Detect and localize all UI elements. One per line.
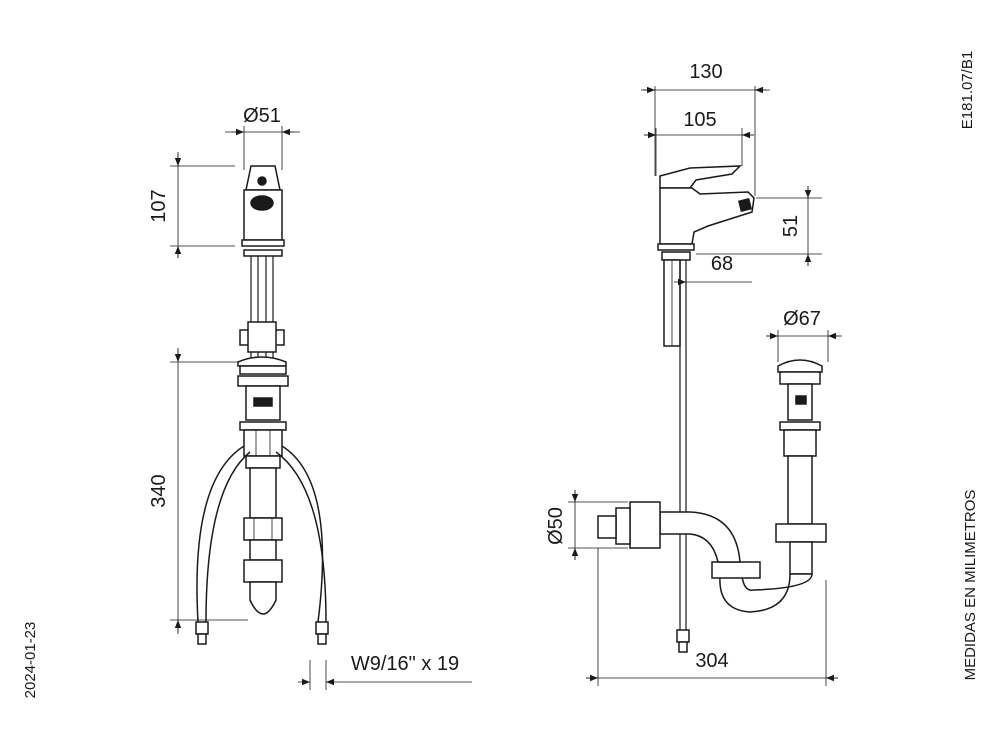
dimension-trap-diameter: Ø50	[545, 490, 628, 560]
dimension-spout-height: 51	[696, 186, 822, 266]
dimension-spout-reach: 105	[644, 109, 754, 176]
front-faucet-body	[241, 165, 285, 257]
drain-diameter-label: Ø67	[783, 308, 821, 330]
spout-height-label: 51	[780, 215, 802, 237]
front-supply-tubes	[237, 256, 287, 367]
front-height-label: 107	[148, 189, 170, 222]
base-offset-label: 68	[711, 253, 733, 275]
dimension-base-offset: 68	[674, 253, 752, 294]
spout-reach-label: 105	[683, 109, 716, 131]
dimension-drain-diameter: Ø67	[766, 308, 842, 362]
total-depth-label: 130	[689, 61, 722, 83]
front-view: Ø51 107 340 W9/16" x 19	[148, 105, 472, 690]
dimension-drain-height: 340	[148, 348, 248, 634]
front-flex-hoses	[195, 445, 329, 645]
trap-diameter-label: Ø50	[545, 507, 567, 545]
dimension-total-depth: 130	[641, 61, 770, 196]
drain-height-label: 340	[148, 474, 170, 507]
dimension-body-height: 107	[148, 152, 235, 258]
thread-spec-label: W9/16" x 19	[351, 653, 459, 675]
side-view: 130 105 51 68	[545, 61, 842, 686]
drawing-date: 2024-01-23	[22, 622, 39, 699]
dimension-thread: W9/16" x 19	[298, 653, 472, 690]
drawing-code: E181.07/B1	[959, 51, 976, 129]
front-diameter-label: Ø51	[243, 105, 281, 127]
side-drain-trap	[597, 359, 827, 613]
front-drain	[237, 365, 289, 615]
side-faucet-body	[657, 165, 755, 653]
units-note: MEDIDAS EN MILIMETROS	[962, 490, 979, 681]
trap-length-label: 304	[695, 650, 728, 672]
dimension-body-diameter: Ø51	[225, 105, 300, 170]
dimension-trap-length: 304	[586, 548, 838, 686]
